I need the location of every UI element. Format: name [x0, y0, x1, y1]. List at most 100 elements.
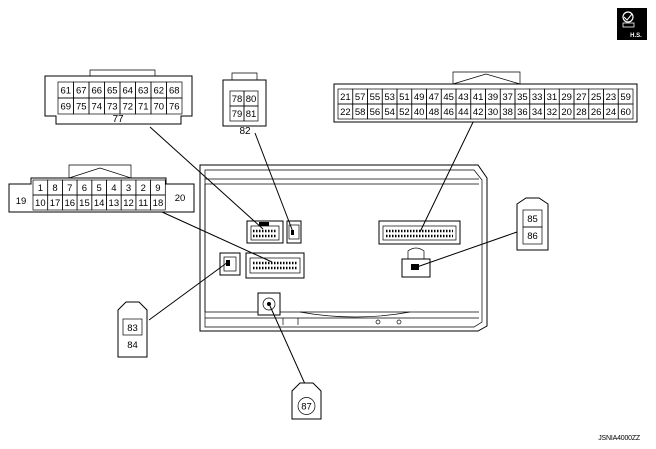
pin-42: 42: [473, 107, 484, 118]
pin-85: 85: [527, 214, 538, 225]
pin-40: 40: [414, 107, 425, 118]
pin-27: 27: [576, 92, 587, 103]
pin-38: 38: [502, 107, 513, 118]
pin-10: 10: [35, 198, 46, 209]
unit-body: [199, 164, 488, 332]
pin-36: 36: [517, 107, 528, 118]
pin-32: 32: [547, 107, 558, 118]
pin-cell: [617, 103, 634, 120]
pin-34: 34: [532, 107, 543, 118]
pin-87: 87: [301, 402, 312, 413]
leader-lines: [148, 115, 518, 385]
pin-44: 44: [458, 107, 469, 118]
pin-86: 86: [527, 231, 538, 242]
pin-45: 45: [443, 92, 454, 103]
pin-63: 63: [138, 86, 149, 97]
pin-cell: [243, 105, 259, 122]
pin-78: 78: [232, 94, 243, 105]
pin-71: 71: [138, 102, 149, 113]
pin-66: 66: [91, 86, 102, 97]
pin-59: 59: [620, 92, 631, 103]
pin-73: 73: [107, 102, 118, 113]
pin-75: 75: [76, 102, 87, 113]
pin-80: 80: [246, 94, 257, 105]
pin-61: 61: [60, 86, 71, 97]
pin-3: 3: [126, 183, 131, 194]
hs-label: H.S.: [630, 33, 642, 39]
connector-87: 87: [291, 382, 322, 420]
pin-76: 76: [169, 102, 180, 113]
socket-77: [246, 220, 284, 244]
pin-21: 21: [340, 92, 351, 103]
pin-24: 24: [606, 107, 617, 118]
pin-48: 48: [429, 107, 440, 118]
connector-77-label: 77: [112, 114, 124, 125]
pin-15: 15: [79, 198, 90, 209]
pin-2: 2: [141, 183, 146, 194]
pin-53: 53: [384, 92, 395, 103]
pin-23: 23: [606, 92, 617, 103]
pin-12: 12: [123, 198, 134, 209]
pin-37: 37: [502, 92, 513, 103]
pin-56: 56: [370, 107, 381, 118]
pin-41: 41: [473, 92, 484, 103]
pin-35: 35: [517, 92, 528, 103]
pin-1: 1: [38, 183, 43, 194]
socket-82: [286, 220, 302, 244]
socket-85: [401, 247, 431, 278]
pin-65: 65: [107, 86, 118, 97]
pin-25: 25: [591, 92, 602, 103]
pin-29: 29: [561, 92, 572, 103]
pin-19: 19: [16, 196, 27, 207]
pin-67: 67: [76, 86, 87, 97]
pin-84: 84: [127, 340, 138, 351]
connector-85: 85 86: [516, 197, 549, 251]
socket-60pin: [378, 220, 461, 245]
pin-28: 28: [576, 107, 587, 118]
pin-72: 72: [122, 102, 133, 113]
pin-62: 62: [153, 86, 164, 97]
pin-74: 74: [91, 102, 102, 113]
pin-79: 79: [232, 109, 243, 120]
pin-47: 47: [429, 92, 440, 103]
connector-83: 83 84: [117, 301, 148, 358]
pin-51: 51: [399, 92, 410, 103]
pin-cell: [166, 97, 183, 115]
pin-31: 31: [547, 92, 558, 103]
pin-58: 58: [355, 107, 366, 118]
pin-26: 26: [591, 107, 602, 118]
pin-49: 49: [414, 92, 425, 103]
pin-11: 11: [138, 198, 148, 209]
hs-badge: H.S.: [617, 8, 647, 40]
pin-70: 70: [153, 102, 164, 113]
pin-68: 68: [169, 86, 180, 97]
figure-code: JSNIA4000ZZ: [598, 435, 641, 442]
connector-82-label: 82: [239, 126, 251, 137]
pin-14: 14: [94, 198, 105, 209]
pin-39: 39: [488, 92, 499, 103]
pin-9: 9: [155, 183, 160, 194]
pin-22: 22: [340, 107, 351, 118]
pin-6: 6: [82, 183, 87, 194]
pin-46: 46: [443, 107, 454, 118]
pin-60: 60: [620, 107, 631, 118]
pin-4: 4: [111, 183, 116, 194]
pin-20: 20: [561, 107, 572, 118]
pin-43: 43: [458, 92, 469, 103]
socket-20pin: [245, 252, 305, 279]
pin-17: 17: [50, 198, 61, 209]
socket-83: [219, 252, 241, 276]
pin-57: 57: [355, 92, 366, 103]
pin-13: 13: [109, 198, 120, 209]
hand-icon: [622, 11, 635, 28]
pin-7: 7: [67, 183, 72, 194]
pin-16: 16: [64, 198, 75, 209]
pin-33: 33: [532, 92, 543, 103]
pin-8: 8: [52, 183, 57, 194]
pin-5: 5: [97, 183, 102, 194]
